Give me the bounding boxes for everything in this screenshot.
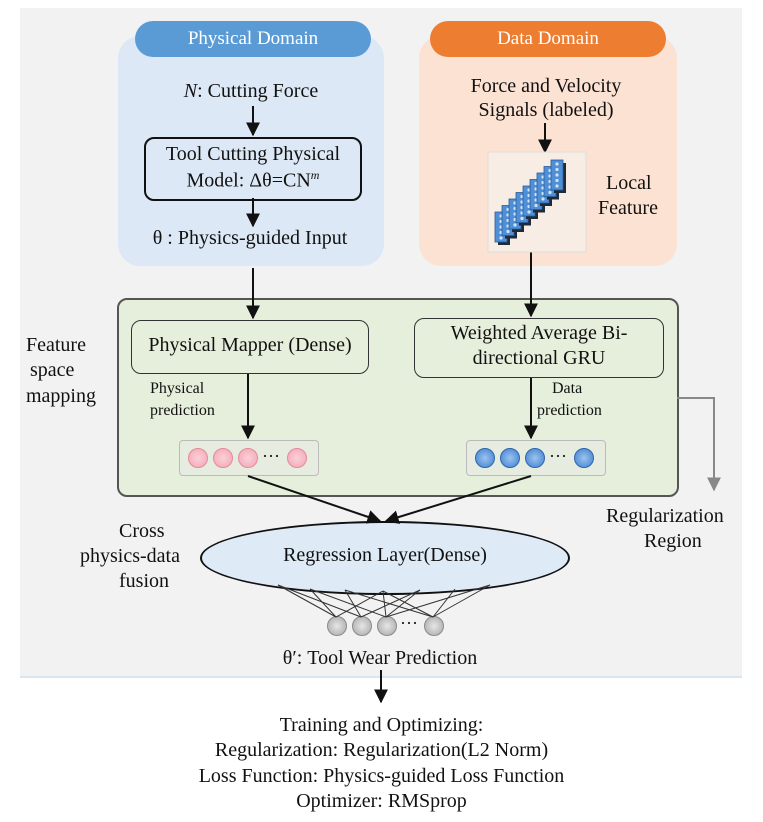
tool-wear-prediction-label: θ′: Tool Wear Prediction xyxy=(282,647,478,669)
physical-model-line1: Tool Cutting Physical xyxy=(165,143,341,165)
arrow-regularization xyxy=(677,397,721,492)
feature-cell xyxy=(555,184,559,188)
physical-mapper-label: Physical Mapper (Dense) xyxy=(148,334,352,356)
feature-cell xyxy=(555,173,559,177)
feature-cell xyxy=(499,236,503,240)
gru-label-line1: Weighted Average Bi- xyxy=(450,322,628,344)
fusion-label-1: Cross xyxy=(119,520,165,542)
regularization-label-line1: Regularization xyxy=(606,505,724,527)
data-node xyxy=(574,448,594,468)
signals-label-line1: Force and Velocity xyxy=(470,75,622,97)
physical-node xyxy=(287,448,307,468)
fusion-label-3: fusion xyxy=(119,570,169,592)
physical-nodes-ellipsis: ··· xyxy=(262,446,280,466)
arrow-physical-to-regression xyxy=(247,475,382,524)
signals-label-line2: Signals (labeled) xyxy=(478,99,614,121)
training-title: Training and Optimizing: xyxy=(279,714,484,736)
feature-cell xyxy=(555,167,559,172)
arrow-data-to-regression xyxy=(384,475,532,524)
physical-model-equation: Model: Δθ=CN xyxy=(186,169,311,192)
physical-model-exponent: m xyxy=(310,168,320,182)
data-node xyxy=(525,448,545,468)
data-prediction-line1: Data xyxy=(552,380,583,397)
local-feature-line2: Feature xyxy=(598,197,658,219)
gru-label-line2: directional GRU xyxy=(472,347,606,369)
feature-space-label-3: mapping xyxy=(26,385,96,407)
regression-layer-ellipse xyxy=(200,521,570,595)
physics-guided-input-label: θ : Physics-guided Input xyxy=(152,227,348,249)
physical-node xyxy=(188,448,208,468)
data-domain-title: Data Domain xyxy=(430,21,666,57)
feature-cell xyxy=(541,197,545,201)
data-node xyxy=(475,448,495,468)
regularization-label-line2: Region xyxy=(644,530,702,552)
feature-cell xyxy=(555,178,559,183)
physical-domain-title: Physical Domain xyxy=(135,21,371,57)
feature-cell xyxy=(548,190,552,195)
training-regularization: Regularization: Regularization(L2 Norm) xyxy=(214,739,549,761)
cutting-force-text: : Cutting Force xyxy=(197,80,319,102)
physical-prediction-line2: prediction xyxy=(150,402,215,419)
local-feature-line1: Local xyxy=(606,172,652,194)
physical-node xyxy=(213,448,233,468)
gru-box xyxy=(414,318,664,378)
regression-layer-label: Regression Layer(Dense) xyxy=(283,544,487,566)
physical-mapper-box xyxy=(131,320,369,374)
feature-space-label-1: Feature xyxy=(26,334,86,356)
data-node xyxy=(500,448,520,468)
fusion-label-2: physics-data xyxy=(80,545,180,567)
output-nodes-ellipsis: ··· xyxy=(400,613,418,633)
data-nodes-ellipsis: ··· xyxy=(549,446,567,466)
feature-cell xyxy=(534,203,538,208)
training-optimizer: Optimizer: RMSprop xyxy=(296,790,467,812)
feature-cell xyxy=(506,229,510,234)
feature-cell xyxy=(520,216,524,221)
training-loss-function: Loss Function: Physics-guided Loss Funct… xyxy=(198,765,565,787)
feature-space-label-2: space xyxy=(30,359,75,381)
physical-node xyxy=(238,448,258,468)
cutting-force-label: N: Cutting Force xyxy=(183,80,319,102)
fusion-connections xyxy=(277,584,491,618)
feature-cell xyxy=(555,162,559,166)
feature-cell xyxy=(527,210,531,214)
physical-prediction-line1: Physical xyxy=(150,380,205,397)
local-feature-icon xyxy=(487,151,587,253)
physical-model-line2: Model: Δθ=CNm xyxy=(144,168,362,193)
feature-cell xyxy=(513,223,517,227)
data-prediction-line2: prediction xyxy=(537,402,602,419)
